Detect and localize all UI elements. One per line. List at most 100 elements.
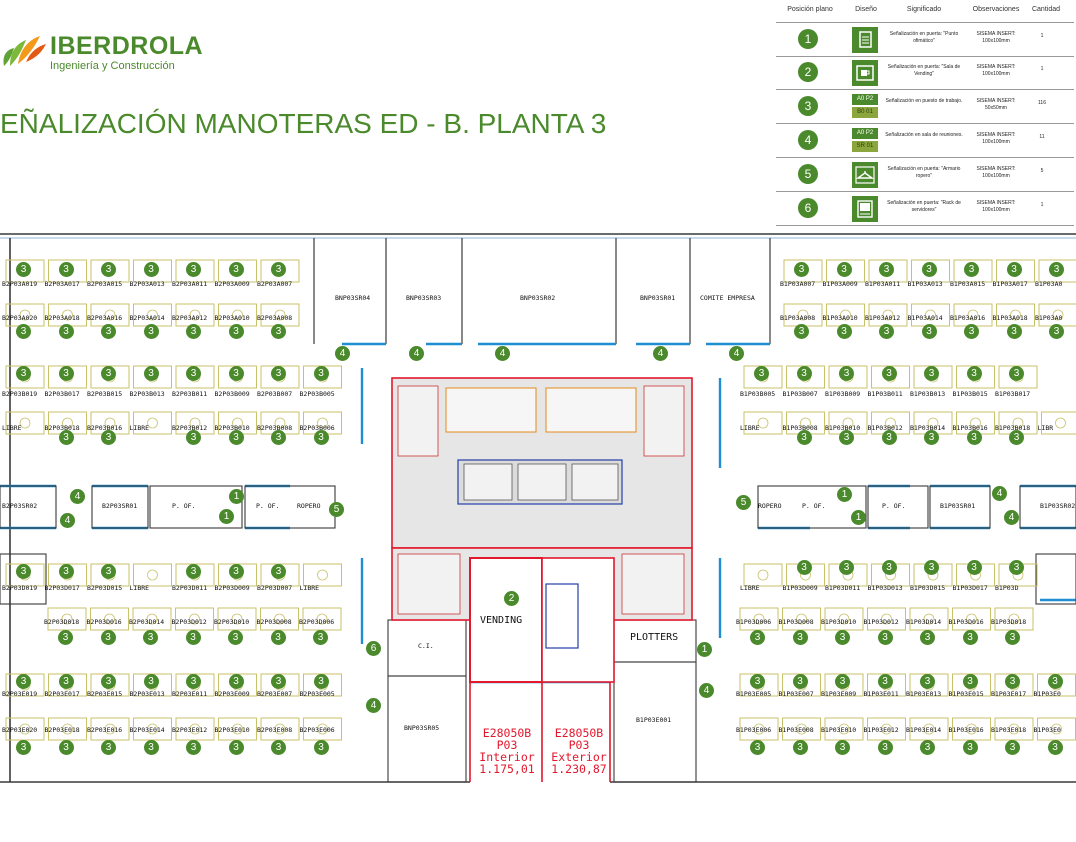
desk-chair [189, 309, 201, 321]
desk-label: B2P03A014 [129, 314, 165, 322]
marker-desk: 3 [143, 324, 159, 339]
marker-desk: 3 [101, 324, 116, 339]
desk-label: LIBRE [129, 424, 150, 432]
room-label-vending: VENDING [480, 615, 523, 626]
desk [133, 563, 172, 587]
desk [1038, 259, 1076, 283]
marker-desk: 3 [750, 674, 765, 689]
desk-label: B2P03B012 [172, 424, 208, 432]
desk-label: B2P03B009 [214, 390, 250, 398]
desk-label: B1P03D015 [910, 584, 946, 592]
marker-desk: 3 [881, 560, 897, 575]
legend-quantity: 116 [1038, 100, 1046, 106]
marker-desk: 3 [228, 740, 244, 755]
marker-desk: 3 [836, 324, 852, 339]
marker-desk: 3 [143, 674, 159, 689]
desk-label: B2P03D006 [299, 618, 335, 626]
marker-desk: 3 [879, 262, 894, 277]
legend-meaning: Señalización en puerta: "Punto ofimático… [889, 31, 959, 44]
marker-desk: 3 [879, 324, 894, 339]
desk-label: B2P03E005 [299, 690, 335, 698]
desk-label: B1P03B017 [995, 390, 1031, 398]
desk-label: B1P03B012 [867, 424, 903, 432]
marker-desk: 3 [58, 674, 74, 689]
desk-label: B1P03B007 [782, 390, 818, 398]
desk-label: B1P03E018 [991, 726, 1027, 734]
marker-desk: 3 [101, 674, 116, 689]
marker-desk: 3 [794, 324, 809, 339]
marker-desk: 3 [228, 430, 244, 445]
desk-chair [838, 723, 850, 735]
legend-row: 3 A0 P2 B0 01 Señalización en puesto de … [776, 90, 1074, 124]
marker-desk: 3 [58, 324, 74, 339]
desk-label: B2P03B011 [172, 390, 208, 398]
desk [90, 259, 130, 283]
marker-desk: 3 [962, 674, 978, 689]
desk-label: B1P03A007 [780, 280, 816, 288]
desk-label: B2P03A008 [257, 314, 293, 322]
marker-desk: 3 [143, 262, 159, 277]
desk-chair [147, 569, 158, 581]
marker-office-point: 1 [219, 509, 234, 524]
desk-label: B1P03D018 [991, 618, 1027, 626]
server-icon [852, 196, 878, 222]
marker-meeting-room: 4 [653, 346, 668, 361]
marker-desk: 3 [962, 630, 978, 645]
marker-desk: 3 [186, 366, 201, 381]
legend-observation: SISEMA INSERT: 100x100mm [976, 132, 1016, 145]
desk-chair [881, 723, 892, 735]
tag-top: A0 P2 [852, 94, 878, 105]
desk-label: B2P03E012 [172, 726, 208, 734]
desk-chair [19, 417, 31, 429]
marker-desk: 3 [271, 430, 286, 445]
marker-wardrobe: 5 [329, 502, 344, 517]
desk-label: B1P03D012 [863, 618, 899, 626]
legend-quantity: 1 [1040, 66, 1044, 72]
desk [260, 259, 300, 283]
desk-label: B1P03B009 [825, 390, 861, 398]
desk-label: B2P03A012 [172, 314, 208, 322]
marker-desk: 3 [101, 430, 116, 445]
desk-chair [147, 417, 158, 429]
desk-chair [104, 417, 116, 429]
desk-label: B1P03E006 [736, 726, 772, 734]
desk-label: B2P03B005 [299, 390, 335, 398]
desk-label: B2P03D018 [44, 618, 80, 626]
marker-desk: 3 [792, 674, 808, 689]
desk-chair [796, 613, 807, 625]
desk-chair [966, 723, 977, 735]
desk-label: B2P03A013 [129, 280, 165, 288]
desk-chair [62, 309, 73, 321]
info-exterior: E28050B P03 Exterior 1.230,87 [546, 727, 612, 775]
desk-chair [232, 417, 243, 429]
leaf-logo-icon [3, 36, 46, 66]
marker-desk: 3 [271, 366, 286, 381]
desk-label: B2P03E016 [87, 726, 123, 734]
desk-chair [927, 417, 939, 429]
marker-desk: 3 [143, 366, 159, 381]
marker-desk: 3 [921, 262, 937, 277]
marker-desk: 3 [1005, 630, 1020, 645]
marker-desk: 3 [1005, 674, 1020, 689]
marker-desk: 3 [924, 366, 939, 381]
desk-label: B1P03A013 [907, 280, 943, 288]
marker-desk: 3 [58, 564, 74, 579]
marker-desk: 3 [313, 430, 329, 445]
desk-label: B1P03E007 [778, 690, 814, 698]
doc-icon [852, 27, 878, 53]
marker-desk: 3 [792, 740, 808, 755]
desk-chair [882, 309, 894, 321]
room-label-ropero-right: ROPERO [758, 502, 782, 510]
marker-desk: 3 [877, 674, 893, 689]
marker-desk: 3 [313, 740, 329, 755]
desk-chair [885, 417, 896, 429]
desk-chair [146, 613, 158, 625]
marker-desk: 3 [101, 366, 116, 381]
desk-label: B1P03A0 [1035, 280, 1063, 288]
desk [868, 259, 908, 283]
marker-desk: 3 [1009, 430, 1024, 445]
legend-observation: SISEMA INSERT: 100x100mm [976, 166, 1016, 179]
marker-desk: 3 [58, 262, 74, 277]
marker-office-point: 1 [837, 487, 852, 502]
desk-label: B1P03A011 [865, 280, 901, 288]
